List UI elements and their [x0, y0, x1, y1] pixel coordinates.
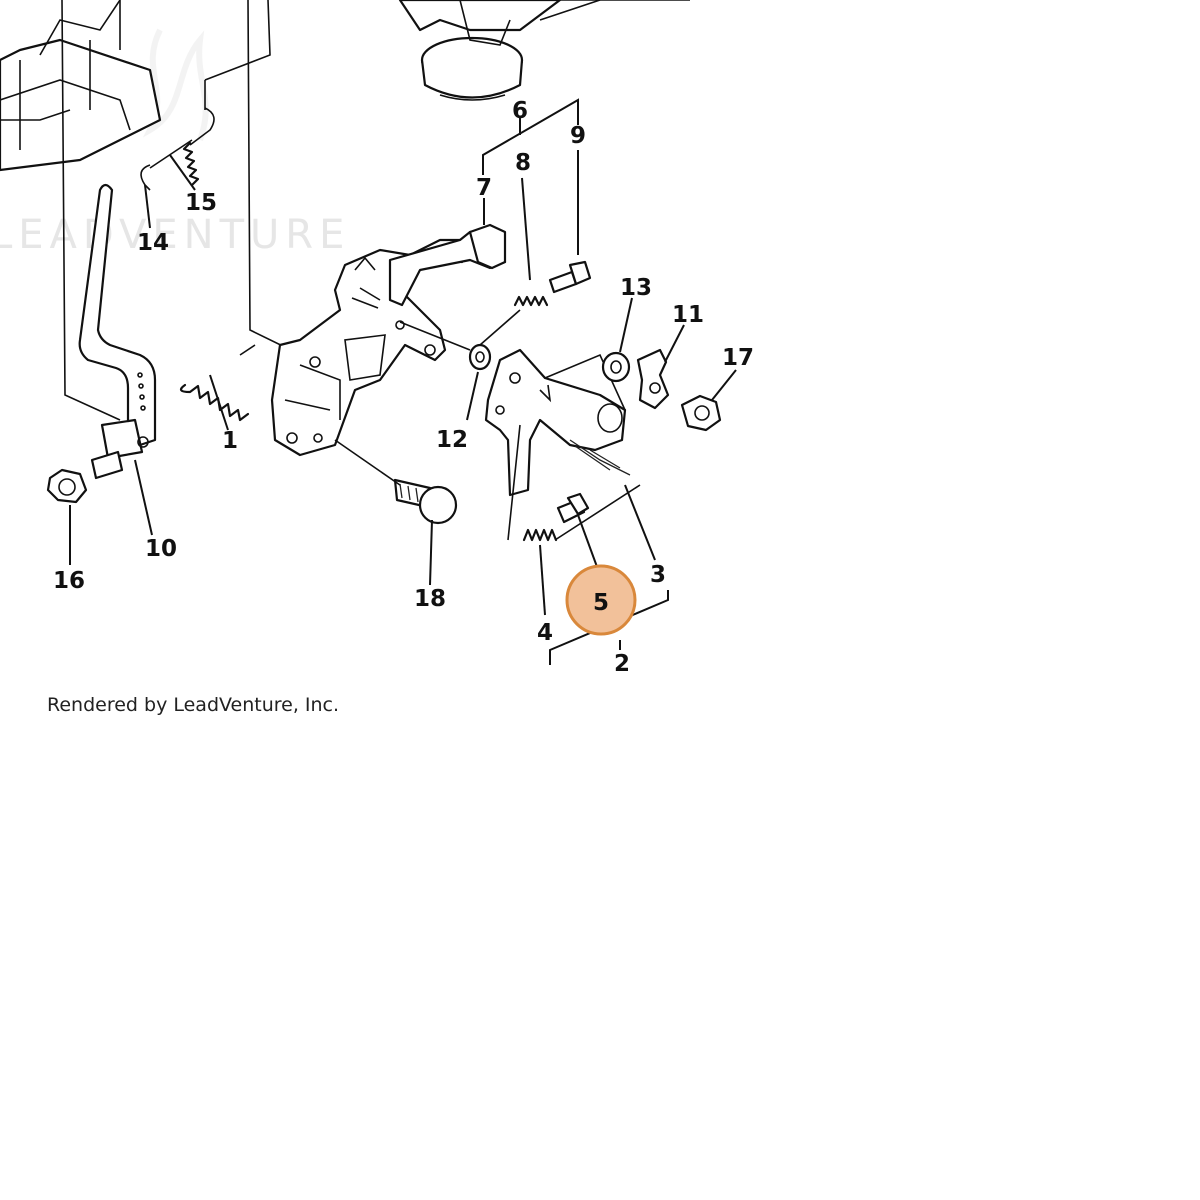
nut-17 [680, 394, 722, 432]
washer-13 [601, 351, 631, 383]
screw-5 [556, 492, 590, 524]
callout-16[interactable]: 16 [53, 568, 85, 594]
throttle-rod [204, 0, 271, 110]
callout-8[interactable]: 8 [515, 150, 531, 176]
callout-12[interactable]: 12 [436, 427, 468, 453]
governor-rod [247, 0, 296, 353]
callout-3[interactable]: 3 [650, 562, 666, 588]
callout-7[interactable]: 7 [476, 175, 492, 201]
callout-labels: 1 2 3 4 5 6 7 8 9 10 11 12 13 14 15 16 1… [53, 98, 754, 677]
watermark-text: LEADVENTURE [0, 212, 350, 258]
credit-text: Rendered by LeadVenture, Inc. [47, 694, 340, 716]
spring-4 [522, 528, 558, 542]
spring-1 [179, 344, 256, 422]
spring-8 [513, 295, 549, 307]
bolt-18 [334, 439, 458, 525]
callout-13[interactable]: 13 [620, 275, 652, 301]
carburetor [398, 0, 690, 101]
engine-block [0, 0, 162, 172]
screw-9 [548, 260, 592, 294]
callout-1[interactable]: 1 [222, 428, 238, 454]
pivot-axis [399, 309, 521, 351]
governor-lever [78, 183, 157, 480]
washer-12 [468, 343, 492, 371]
choke-lever-2 [484, 348, 631, 497]
watermark-flame-icon [142, 28, 209, 142]
spring-15 [140, 107, 215, 191]
callout-2[interactable]: 2 [614, 651, 630, 677]
cam-11 [636, 348, 670, 410]
throttle-arm-7 [351, 223, 507, 309]
lever-holes [137, 372, 146, 411]
link-rod [61, 0, 121, 421]
callout-17[interactable]: 17 [722, 345, 754, 371]
callout-11[interactable]: 11 [672, 302, 704, 328]
highlight-part-5[interactable] [565, 564, 637, 636]
callout-4[interactable]: 4 [537, 620, 553, 646]
control-bracket [270, 238, 472, 457]
nut-16 [46, 468, 88, 504]
callout-15[interactable]: 15 [185, 190, 217, 216]
callout-10[interactable]: 10 [145, 536, 177, 562]
callout-6[interactable]: 6 [512, 98, 528, 124]
callout-18[interactable]: 18 [414, 586, 446, 612]
callout-9[interactable]: 9 [570, 123, 586, 149]
callout-14[interactable]: 14 [137, 230, 169, 256]
leader-lines [69, 98, 737, 665]
callout-5[interactable]: 5 [593, 590, 609, 616]
bracket-outline [507, 424, 641, 541]
